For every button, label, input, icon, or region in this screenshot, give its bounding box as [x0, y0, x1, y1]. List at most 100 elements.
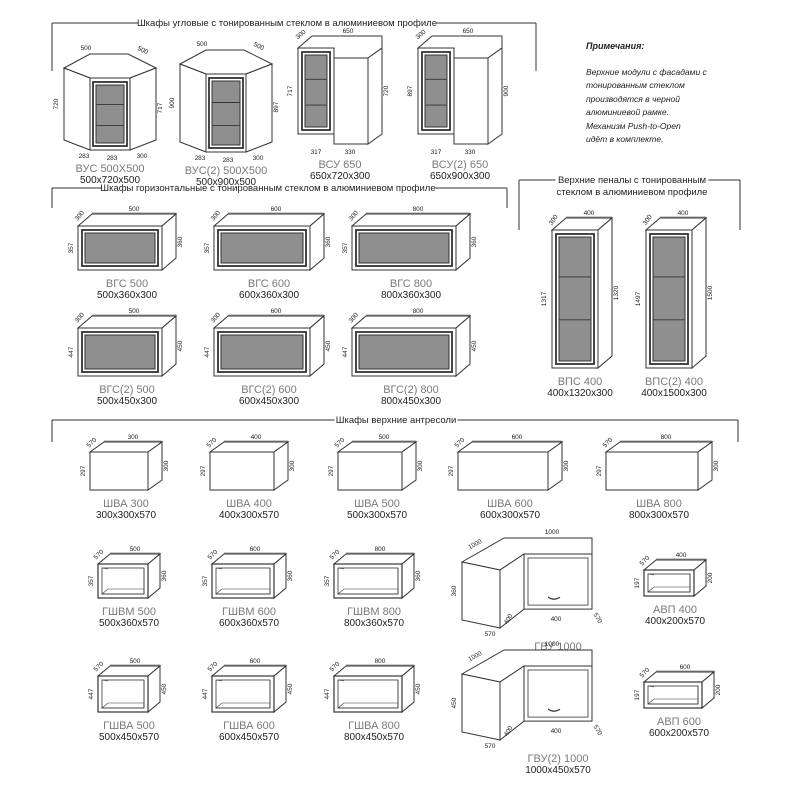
dimension-label: 450 [415, 683, 422, 694]
outline-line [647, 685, 655, 688]
item-name: ВПС 400 [558, 376, 603, 388]
item-size: 800х450х300 [381, 396, 441, 407]
dimension-label: 357 [68, 242, 75, 253]
dimension-label: 720 [383, 85, 390, 96]
item-name: ШВА 600 [487, 498, 533, 510]
item-name: ГШВА 600 [223, 720, 275, 732]
item-name: ГШВМ 600 [222, 606, 276, 618]
dimension-label: 897 [407, 85, 414, 96]
dimension-label: 400 [584, 210, 595, 217]
item-name: ВГС(2) 800 [383, 384, 439, 396]
outline-line [337, 679, 345, 682]
dimension-label: 500 [130, 546, 141, 553]
outline-rect [457, 451, 549, 491]
dimension-label: 500 [136, 45, 149, 56]
section-mezzanine-heading: Шкафы верхние антресоли [51, 415, 739, 442]
item-size: 500х450х300 [97, 396, 157, 407]
handle-icon [547, 596, 561, 600]
open-niche [215, 679, 271, 709]
item-name: ВУС(2) 500Х500 [185, 165, 267, 177]
dimension-label: 570 [485, 631, 496, 638]
notes-block: Примечания: Верхние модули с фасадами с … [586, 40, 746, 147]
outline-shape [245, 63, 273, 153]
dimension-label: 400 [678, 210, 689, 217]
dimension-label: 800 [375, 658, 386, 665]
outline-shape [461, 561, 501, 629]
item-name: ВСУ 650 [319, 159, 362, 171]
outline-shape [210, 553, 288, 565]
dimension-label: 300 [163, 460, 170, 471]
dimension-label: 570 [592, 612, 604, 625]
dimension-label: 1000 [545, 641, 560, 648]
outline-rect [337, 451, 403, 491]
dimension-label: 1497 [635, 291, 642, 306]
item-size: 800х300х570 [629, 510, 689, 521]
item-name: ГШВМ 800 [347, 606, 401, 618]
item-size: 400х1320х300 [547, 388, 613, 399]
dimension-label: 447 [204, 346, 211, 357]
dimension-label: 450 [471, 340, 478, 351]
dimension-label: 400 [551, 616, 562, 623]
dimension-label: 297 [80, 465, 87, 476]
item-size: 300х300х570 [96, 510, 156, 521]
outline-shape [597, 216, 613, 370]
item-size: 500х300х570 [347, 510, 407, 521]
glass-panel [211, 80, 241, 146]
item-name: ГШВА 800 [348, 720, 400, 732]
section-pencil-heading-text: стеклом в алюминиевом профиле [557, 187, 708, 198]
dimension-label: 650 [343, 28, 354, 35]
dimension-label: 300 [417, 460, 424, 471]
dimension-label: 450 [325, 340, 332, 351]
dimension-label: 283 [195, 155, 206, 162]
dimension-label: 900 [169, 97, 176, 108]
glass-panel [424, 54, 448, 128]
dimension-label: 357 [342, 242, 349, 253]
outline-shape [63, 67, 91, 151]
dimension-label: 317 [311, 149, 322, 156]
item-size: 800х360х300 [381, 290, 441, 301]
dimension-label: 297 [328, 465, 335, 476]
dimension-label: 450 [451, 697, 458, 708]
outline-rect [209, 451, 275, 491]
item-name: АВП 600 [657, 716, 701, 728]
item-size: 600х360х300 [239, 290, 299, 301]
item-size: 600х200х570 [649, 728, 709, 739]
item-size: 800х360х570 [344, 618, 404, 629]
outline-shape [210, 665, 288, 677]
dimension-label: 360 [471, 236, 478, 247]
item-name: ШВА 500 [354, 498, 400, 510]
dimension-label: 1000 [467, 538, 483, 551]
dimension-label: 570 [485, 743, 496, 750]
dimension-label: 500 [197, 41, 208, 48]
dimension-label: 600 [512, 434, 523, 441]
outline-rect [89, 451, 149, 491]
glass-panel [358, 334, 450, 370]
outline-shape [350, 315, 472, 329]
outline-shape [350, 213, 472, 227]
outline-shape [367, 47, 383, 145]
dimension-label: 400 [551, 728, 562, 735]
item-size: 500х900х500 [196, 177, 256, 188]
dimension-label: 570 [592, 724, 604, 737]
section-pencil-heading-text: Верхние пеналы с тонированным [558, 175, 706, 186]
dimension-label: 447 [202, 688, 209, 699]
dimension-label: 1317 [541, 291, 548, 306]
handle-icon [547, 708, 561, 712]
dimension-label: 600 [250, 658, 261, 665]
dimension-label: 300 [253, 155, 264, 162]
dimension-label: 297 [448, 465, 455, 476]
glass-panel [304, 54, 328, 128]
